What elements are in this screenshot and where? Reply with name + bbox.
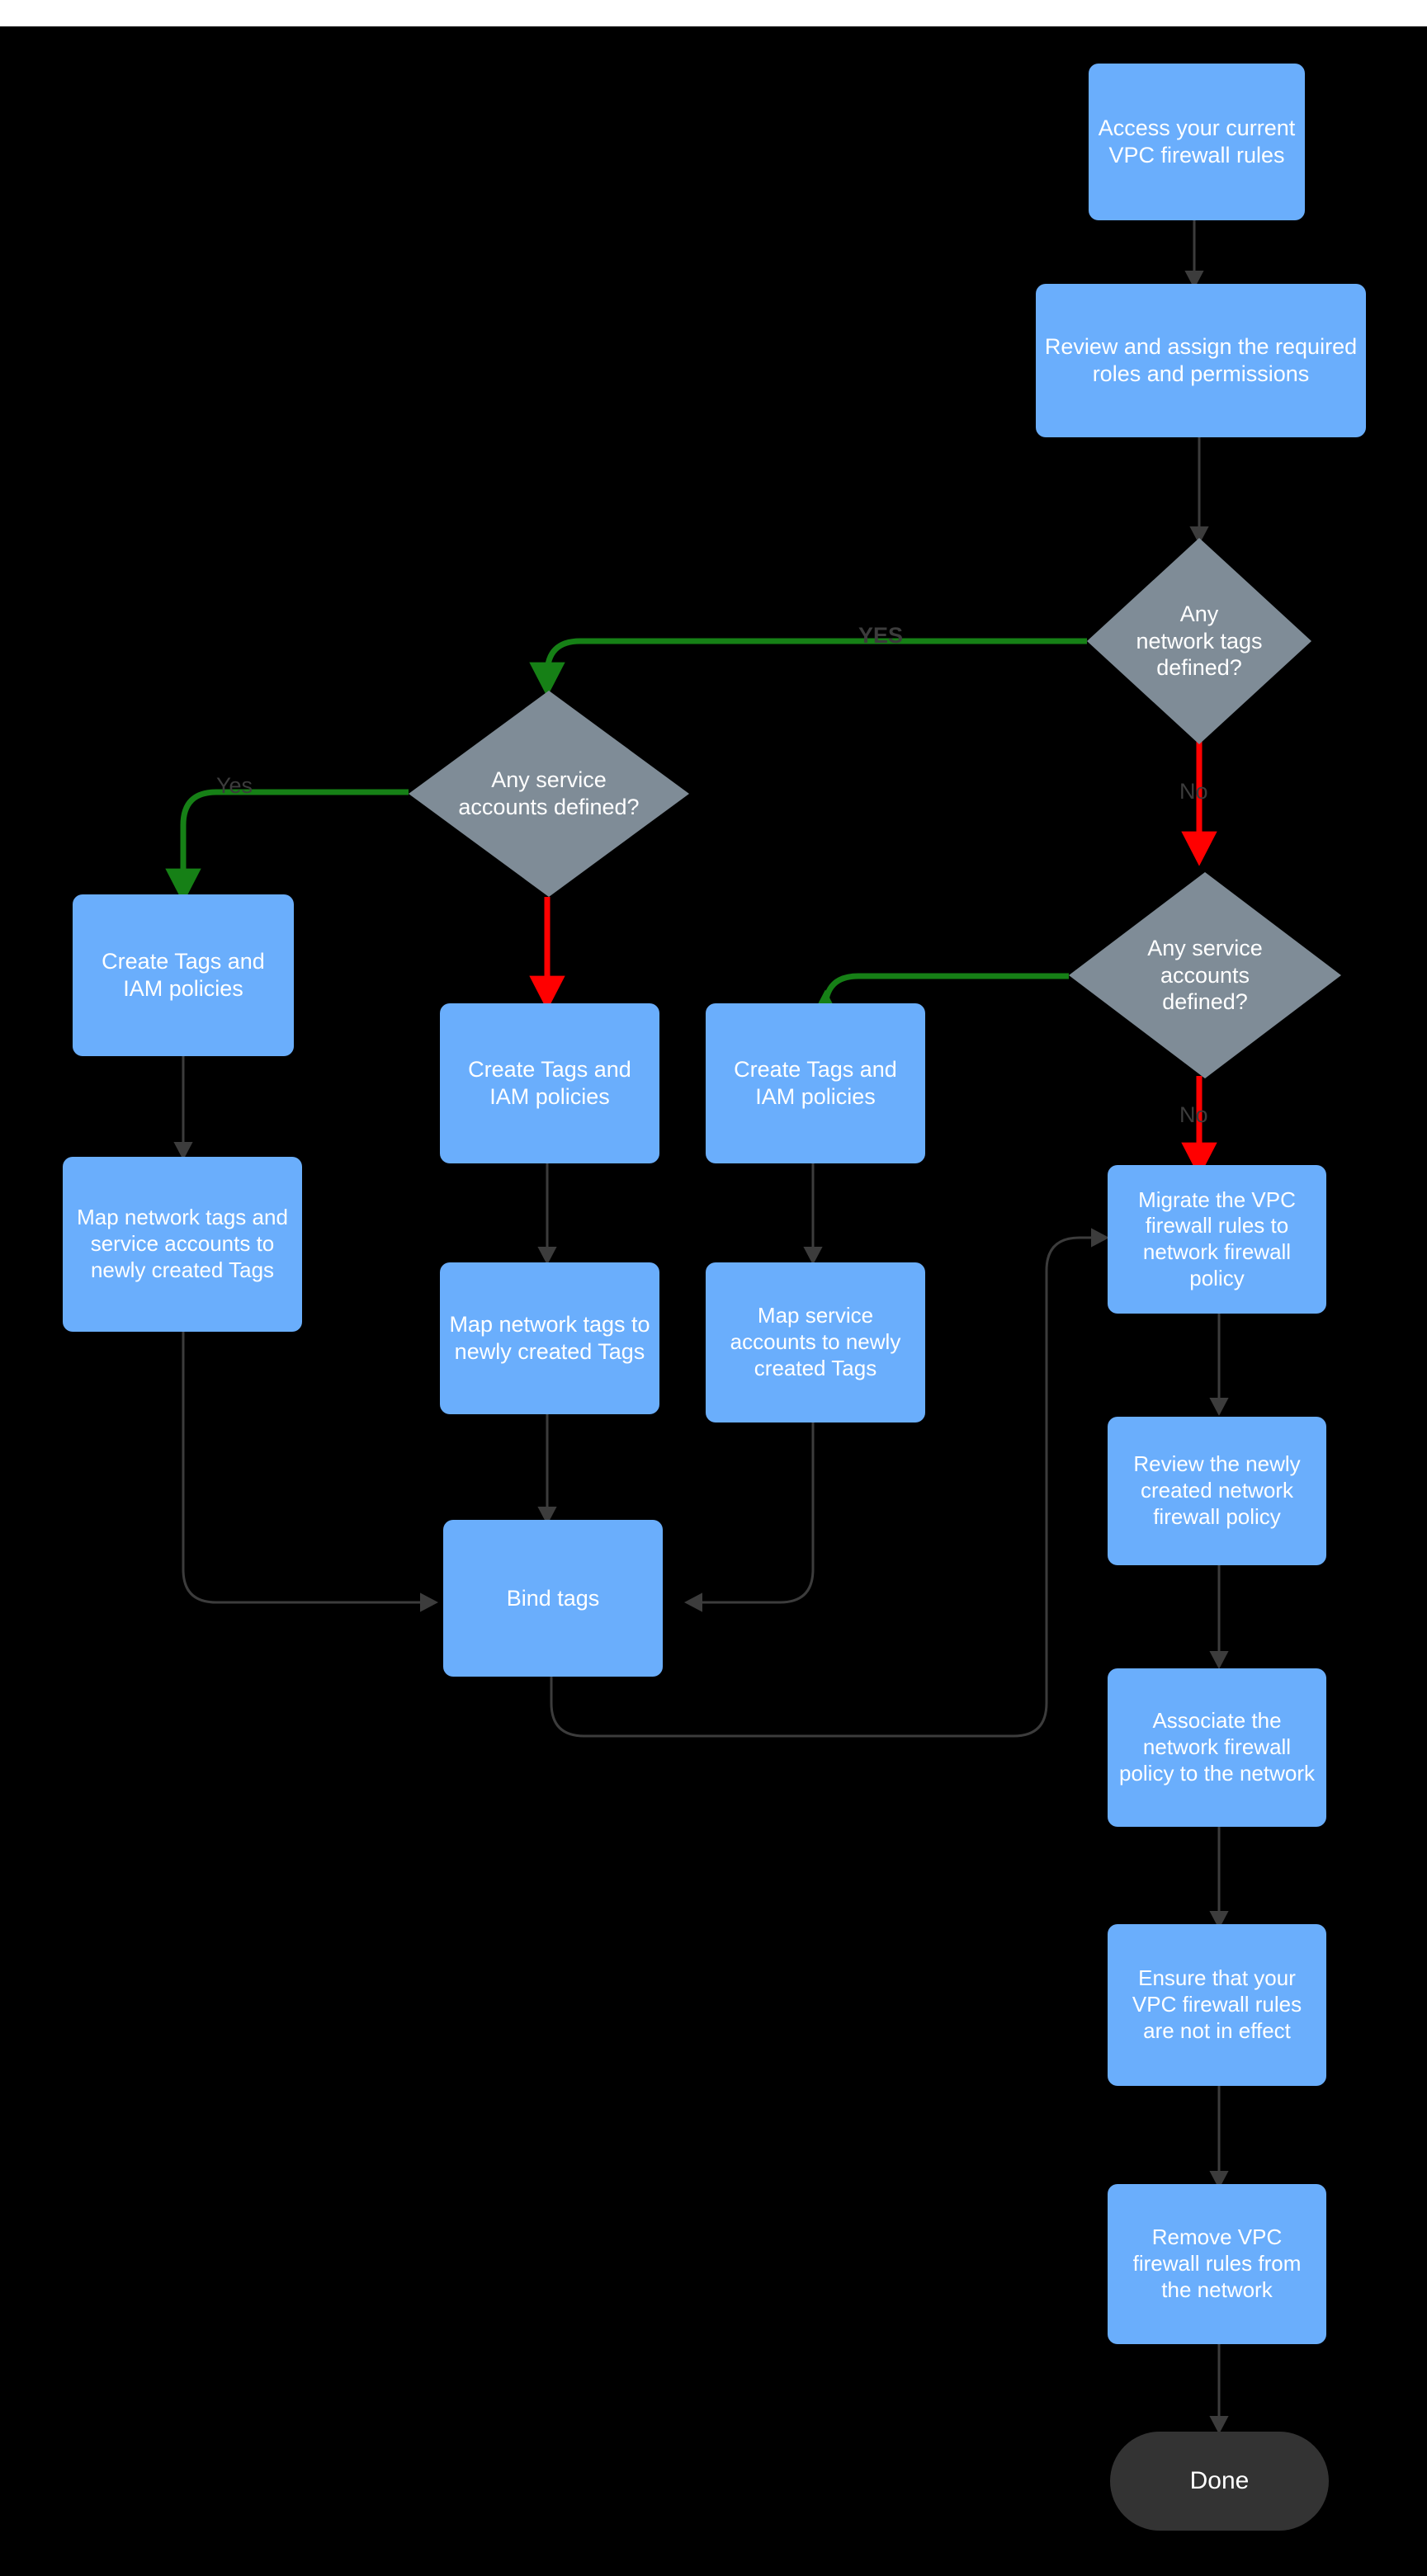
edge-label-service-right-no: No	[1179, 1102, 1208, 1127]
node-ensure-not-in-effect[interactable]: Ensure that your VPC firewall rules are …	[1108, 1924, 1326, 2086]
decision-label: Any service accounts defined?	[1147, 935, 1263, 1015]
node-done[interactable]: Done	[1110, 2432, 1329, 2531]
edge-label-network-tags-yes: YES	[858, 623, 904, 648]
node-create-tags-iam-right[interactable]: Create Tags and IAM policies	[706, 1003, 925, 1163]
node-decision-service-accounts-right[interactable]: Any service accounts defined?	[1069, 872, 1341, 1078]
node-map-network-tags[interactable]: Map network tags to newly created Tags	[440, 1262, 659, 1414]
edge-mapservice-to-bind	[684, 1421, 815, 1612]
edge-label-network-tags-no: No	[1179, 779, 1208, 804]
flowchart-stage: Access your current VPC firewall rules R…	[0, 26, 1427, 2576]
edge-service-left-yes	[165, 789, 409, 903]
decision-label: Any service accounts defined?	[458, 767, 640, 819]
node-migrate-rules[interactable]: Migrate the VPC firewall rules to networ…	[1108, 1165, 1326, 1314]
connector-layer	[165, 219, 1229, 2434]
node-create-tags-iam-mid[interactable]: Create Tags and IAM policies	[440, 1003, 659, 1163]
node-map-service-accounts[interactable]: Map service accounts to newly created Ta…	[706, 1262, 925, 1422]
node-bind-tags[interactable]: Bind tags	[443, 1520, 663, 1677]
node-decision-network-tags[interactable]: Any network tags defined?	[1087, 538, 1311, 744]
node-map-both[interactable]: Map network tags and service accounts to…	[63, 1157, 302, 1332]
node-review-policy[interactable]: Review the newly created network firewal…	[1108, 1417, 1326, 1565]
node-review-roles[interactable]: Review and assign the required roles and…	[1036, 284, 1366, 437]
node-remove-rules[interactable]: Remove VPC firewall rules from the netwo…	[1108, 2184, 1326, 2344]
node-decision-service-accounts-left[interactable]: Any service accounts defined?	[409, 691, 689, 897]
node-create-tags-iam-left[interactable]: Create Tags and IAM policies	[73, 894, 294, 1056]
decision-label: Any network tags defined?	[1136, 601, 1263, 681]
node-associate-policy[interactable]: Associate the network firewall policy to…	[1108, 1668, 1326, 1827]
node-access-rules[interactable]: Access your current VPC firewall rules	[1089, 64, 1305, 220]
edge-bind-to-migrate	[550, 1228, 1109, 1738]
edge-networktags-yes	[529, 638, 1087, 697]
edge-label-service-left-yes: Yes	[216, 773, 253, 798]
edge-mapboth-to-bind	[182, 1330, 438, 1612]
